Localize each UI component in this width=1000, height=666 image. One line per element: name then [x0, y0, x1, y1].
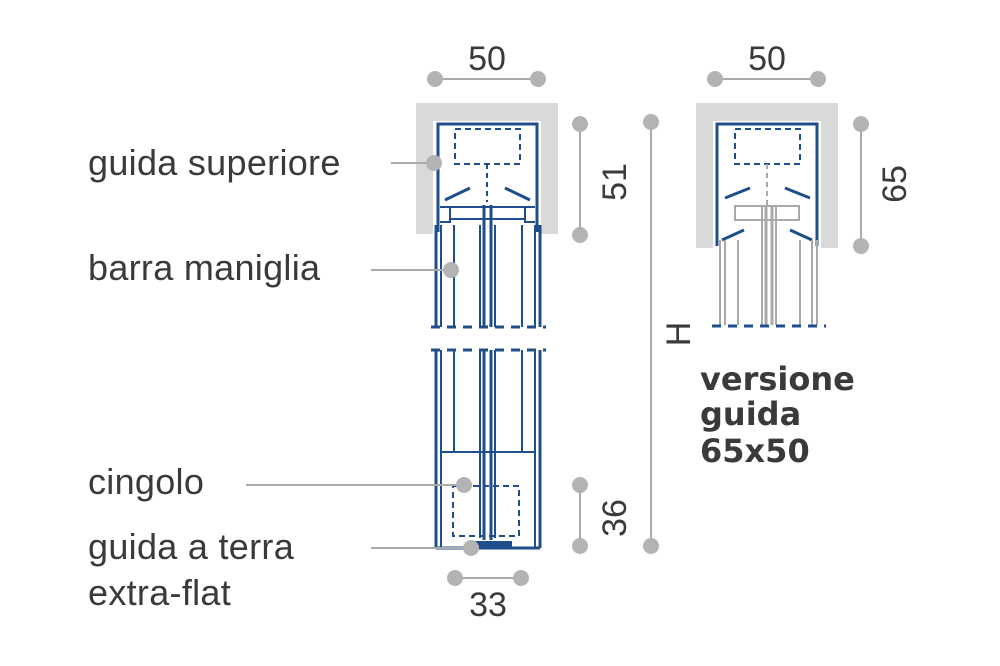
belt-label: cingolo — [88, 461, 204, 502]
alt-version-line2: guida — [700, 395, 801, 433]
total-height-value: H — [660, 322, 698, 347]
main-width-dimension: 50 — [427, 40, 546, 87]
main-bottom-height-value: 36 — [596, 499, 634, 537]
alt-height-value: 65 — [876, 165, 914, 203]
alt-leaf — [712, 205, 826, 328]
floor-guide-label-line1: guida a terra — [88, 526, 295, 567]
alt-width-value: 50 — [748, 40, 786, 78]
main-top-height-dimension: 51 — [572, 116, 634, 243]
main-bottom-height-dimension: 36 — [572, 477, 634, 554]
top-guide-label: guida superiore — [88, 142, 341, 183]
alt-version-line3: 65x50 — [700, 432, 810, 470]
label-top-guide: guida superiore — [88, 142, 442, 183]
main-top-housing — [416, 103, 558, 234]
alt-top-guide — [715, 122, 819, 246]
floor-guide-extra-flat — [470, 541, 512, 549]
alt-version-line1: versione — [700, 360, 855, 398]
main-top-guide — [436, 122, 539, 232]
total-height-dimension: H — [643, 114, 698, 554]
alt-height-dimension: 65 — [853, 116, 914, 254]
label-belt: cingolo — [88, 461, 472, 502]
main-lower-leaf — [431, 348, 546, 550]
alt-version-title: versione guida 65x50 — [700, 360, 855, 470]
label-handle-bar: barra maniglia — [88, 247, 459, 288]
floor-guide-label-line2: extra-flat — [88, 572, 231, 613]
main-bottom-width-value: 33 — [469, 586, 507, 624]
main-profile — [416, 103, 558, 550]
alt-width-dimension: 50 — [707, 40, 826, 87]
main-width-value: 50 — [468, 40, 506, 78]
main-top-height-value: 51 — [596, 163, 634, 201]
handle-bar-label: barra maniglia — [88, 247, 321, 288]
main-bottom-width-dimension: 33 — [447, 570, 529, 624]
label-floor-guide: guida a terra extra-flat — [88, 526, 479, 613]
alt-top-housing — [696, 103, 838, 248]
alt-profile — [696, 103, 838, 328]
